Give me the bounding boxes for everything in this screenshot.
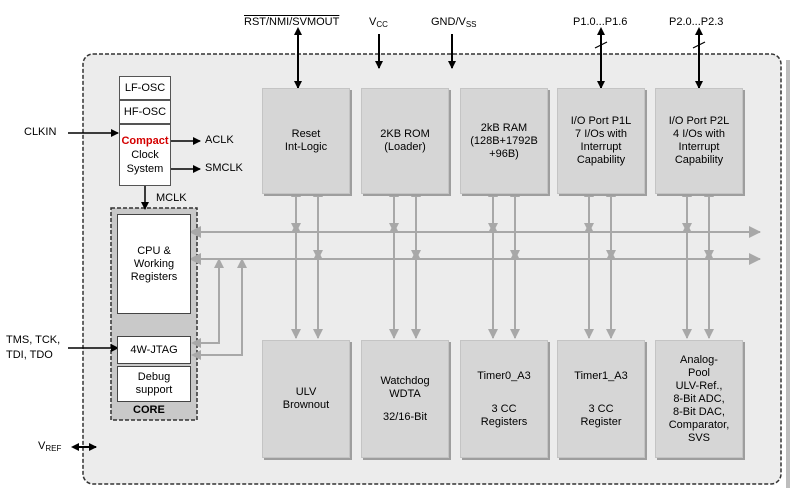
compact-label: Compact bbox=[121, 135, 169, 147]
jtag-pins-label-1: TMS, TCK, bbox=[6, 334, 61, 346]
clkin-label: CLKIN bbox=[24, 126, 57, 138]
smclk-label: SMCLK bbox=[205, 162, 243, 174]
core-label: CORE bbox=[133, 404, 165, 416]
p2-pins-label: P2.0...P2.3 bbox=[669, 16, 724, 28]
p1-pins-label: P1.0...P1.6 bbox=[573, 16, 628, 28]
vcc-pin-label: VCC bbox=[369, 16, 388, 29]
reset-pin-label: RST/NMI/SVMOUT bbox=[244, 16, 340, 28]
hf-osc-box: HF-OSC bbox=[119, 100, 171, 124]
gnd-pin-label: GND/VSS bbox=[431, 16, 477, 29]
mclk-label: MCLK bbox=[156, 192, 187, 204]
clock-system-box: Compact Clock System bbox=[119, 124, 171, 186]
aclk-label: ACLK bbox=[205, 134, 234, 146]
lf-osc-box: LF-OSC bbox=[119, 76, 171, 100]
ram-block: 2kB RAM(128B+1792B+96B) bbox=[460, 88, 548, 194]
vref-label: VREF bbox=[38, 440, 62, 453]
rom-block: 2KB ROM(Loader) bbox=[361, 88, 449, 194]
jtag-box: 4W-JTAG bbox=[117, 336, 191, 364]
jtag-pins-label-2: TDI, TDO bbox=[6, 349, 53, 361]
